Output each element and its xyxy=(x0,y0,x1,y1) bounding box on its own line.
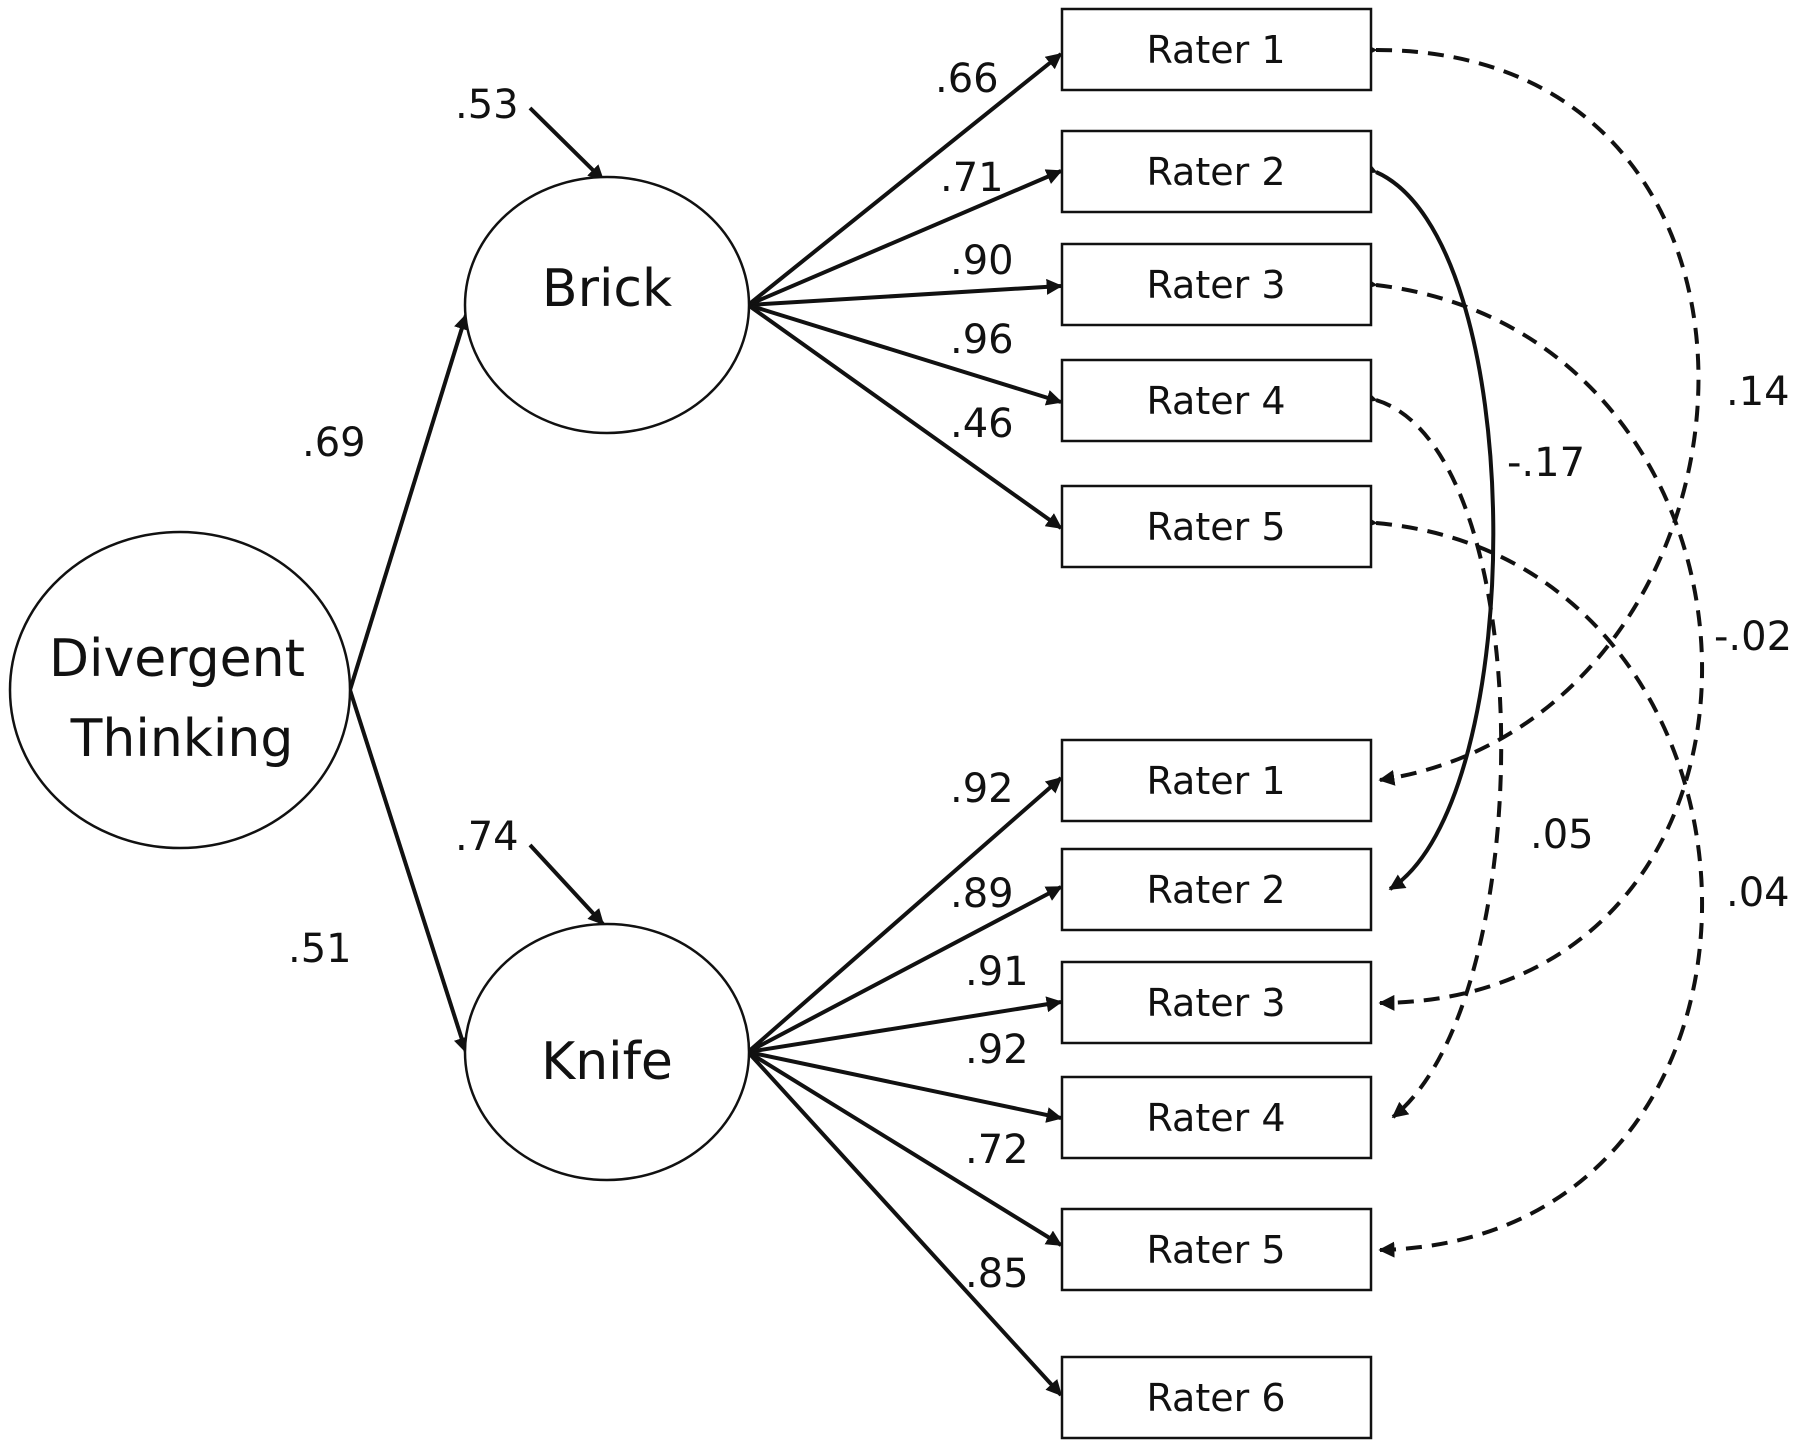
indicator-knife-rater-6-label: Rater 6 xyxy=(1146,1376,1285,1420)
loading-arrow-brick-rater-4 xyxy=(747,303,1063,406)
covariance-label-rater-3: -.02 xyxy=(1714,614,1792,660)
loading-label-brick-rater-5: .46 xyxy=(950,401,1014,447)
covariance-rater-4 xyxy=(1359,388,1504,1119)
indicator-brick-rater-5-label: Rater 5 xyxy=(1146,505,1285,549)
loading-arrow-brick-rater-2 xyxy=(747,169,1063,307)
indicator-knife-rater-4-label: Rater 4 xyxy=(1146,1096,1285,1140)
indicator-knife-rater-4 xyxy=(1060,1075,1373,1160)
loading-label-knife-rater-5: .72 xyxy=(965,1127,1029,1173)
loading-label-brick-rater-4: .96 xyxy=(950,317,1014,363)
latent-brick-label: Brick xyxy=(542,259,672,319)
latent-divergent-thinking-label-line-2: Thinking xyxy=(70,709,294,769)
path-dt-brick xyxy=(348,313,470,691)
covariance-label-rater-2: -.17 xyxy=(1507,440,1585,486)
path-label-dt-knife: .51 xyxy=(288,926,352,972)
loading-arrow-knife-rater-2 xyxy=(747,885,1063,1054)
loading-arrow-knife-rater-4 xyxy=(747,1050,1063,1123)
covariance-rater-2 xyxy=(1359,158,1496,891)
residual-arrow-brick xyxy=(528,106,605,182)
indicator-brick-rater-3 xyxy=(1060,242,1373,327)
indicator-brick-rater-2 xyxy=(1060,129,1373,214)
indicator-brick-rater-1-label: Rater 1 xyxy=(1146,28,1285,72)
latent-knife-label: Knife xyxy=(541,1032,673,1092)
loading-label-brick-rater-2: .71 xyxy=(940,155,1004,201)
indicator-knife-rater-2-label: Rater 2 xyxy=(1146,868,1285,912)
latent-divergent-thinking xyxy=(8,530,352,850)
covariance-label-rater-1: .14 xyxy=(1726,369,1790,415)
indicator-brick-rater-1 xyxy=(1060,7,1373,92)
indicator-brick-rater-2-label: Rater 2 xyxy=(1146,150,1285,194)
loading-label-knife-rater-1: .92 xyxy=(950,766,1014,812)
loading-arrow-brick-rater-3 xyxy=(747,278,1063,307)
latent-knife xyxy=(463,922,751,1182)
latent-brick xyxy=(463,175,751,435)
indicator-knife-rater-3-label: Rater 3 xyxy=(1146,981,1285,1025)
path-label-dt-brick: .69 xyxy=(302,420,366,466)
covariance-rater-3 xyxy=(1360,275,1704,1011)
indicator-brick-rater-5 xyxy=(1060,484,1373,569)
indicator-knife-rater-2 xyxy=(1060,847,1373,932)
covariance-rater-1 xyxy=(1361,41,1701,786)
loading-label-knife-rater-6: .85 xyxy=(965,1251,1029,1297)
covariance-label-rater-5: .04 xyxy=(1726,870,1790,916)
indicator-brick-rater-4 xyxy=(1060,358,1373,443)
residual-label-knife: .74 xyxy=(455,814,519,860)
loading-arrow-knife-rater-1 xyxy=(746,776,1063,1054)
loading-arrow-brick-rater-5 xyxy=(746,303,1063,530)
loading-label-brick-rater-1: .66 xyxy=(935,56,999,102)
loading-label-knife-rater-2: .89 xyxy=(950,871,1014,917)
covariance-rater-5 xyxy=(1360,513,1704,1258)
residual-label-brick: .53 xyxy=(455,82,519,128)
indicator-brick-rater-4-label: Rater 4 xyxy=(1146,379,1285,423)
loading-label-knife-rater-4: .92 xyxy=(965,1027,1029,1073)
loading-arrow-knife-rater-3 xyxy=(747,996,1063,1054)
indicator-knife-rater-1 xyxy=(1060,738,1373,823)
path-dt-knife xyxy=(348,689,470,1054)
residual-arrow-knife xyxy=(528,843,605,926)
latent-divergent-thinking-label-line-1: Divergent xyxy=(49,629,305,689)
indicator-brick-rater-3-label: Rater 3 xyxy=(1146,263,1285,307)
covariance-label-rater-4: .05 xyxy=(1530,812,1594,858)
indicator-knife-rater-1-label: Rater 1 xyxy=(1146,759,1285,803)
loading-arrow-knife-rater-6 xyxy=(746,1050,1063,1397)
loading-arrow-knife-rater-5 xyxy=(746,1050,1063,1247)
indicator-knife-rater-3 xyxy=(1060,960,1373,1045)
indicator-knife-rater-6 xyxy=(1060,1355,1373,1440)
loading-label-brick-rater-3: .90 xyxy=(950,238,1014,284)
indicator-knife-rater-5-label: Rater 5 xyxy=(1146,1228,1285,1272)
indicator-knife-rater-5 xyxy=(1060,1207,1373,1292)
loading-label-knife-rater-3: .91 xyxy=(965,949,1029,995)
loading-arrow-brick-rater-1 xyxy=(746,52,1063,307)
